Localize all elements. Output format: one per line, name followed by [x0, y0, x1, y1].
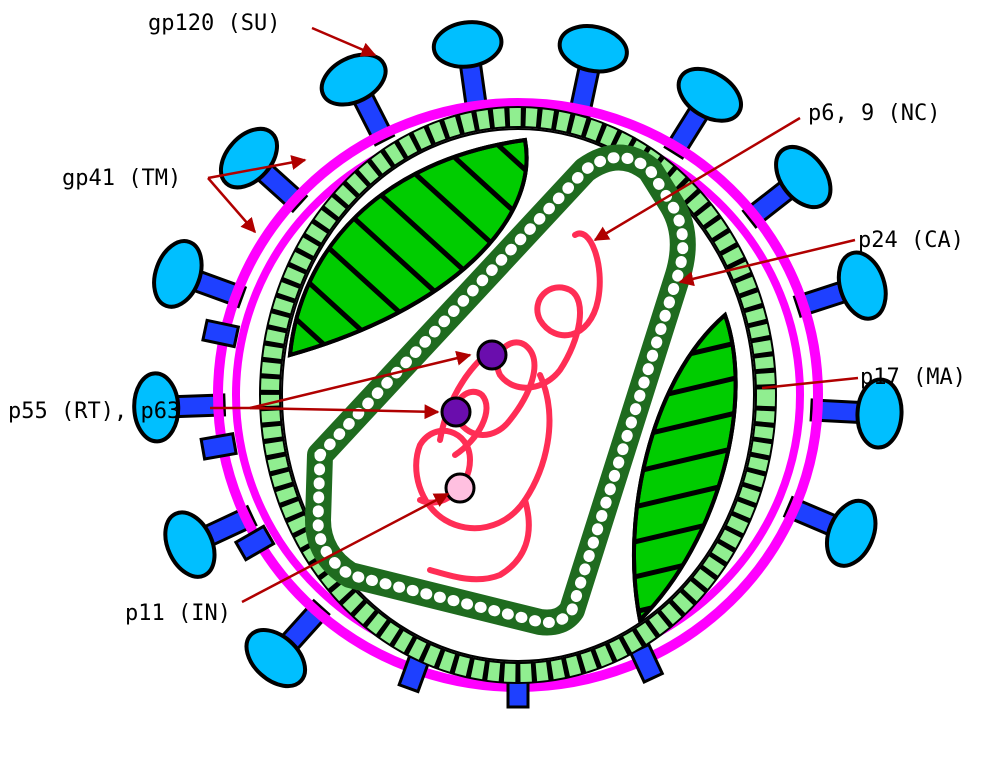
label-gp41: gp41 (TM)	[62, 166, 181, 191]
label-p6-9: p6, 9 (NC)	[808, 101, 940, 126]
label-gp120: gp120 (SU)	[148, 11, 280, 36]
gp41-stub	[201, 434, 236, 459]
gp41-stub	[203, 320, 238, 346]
label-p55: p55 (RT), p63	[8, 399, 180, 424]
label-p11: p11 (IN)	[125, 601, 231, 626]
label-p24: p24 (CA)	[858, 228, 964, 253]
label-p17: p17 (MA)	[860, 365, 966, 390]
gp120-spike	[431, 18, 504, 113]
